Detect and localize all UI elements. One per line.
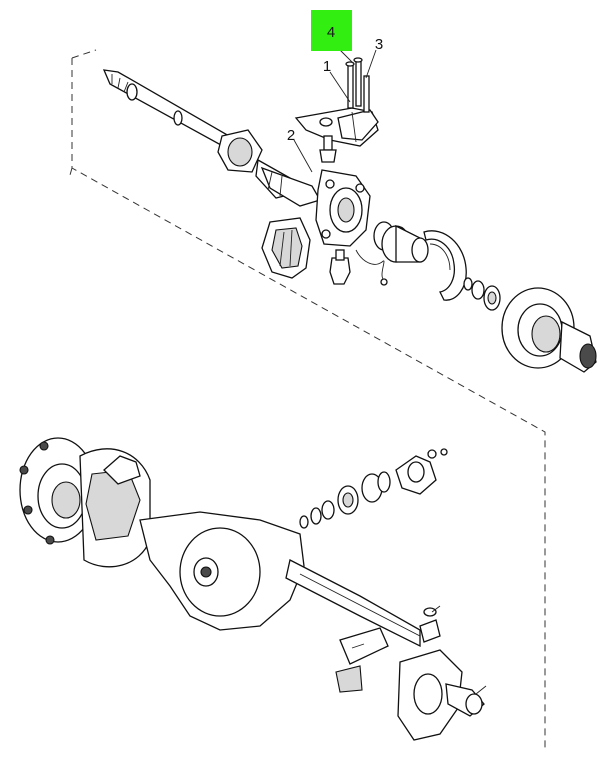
callout-leaders <box>293 49 377 173</box>
callout-3-label[interactable]: 3 <box>375 36 383 53</box>
dust-shield <box>423 230 467 301</box>
abs-sensor-wire <box>355 249 388 286</box>
inner-shaft-yoke <box>395 448 448 495</box>
hub-bearing <box>373 221 429 263</box>
studs <box>345 57 370 113</box>
callout-1-label[interactable]: 1 <box>323 58 331 75</box>
axle-shaft <box>102 69 237 151</box>
steering-knuckle <box>315 169 371 247</box>
axle-housing <box>139 511 421 648</box>
lower-knuckle <box>397 605 487 741</box>
callout-2-label[interactable]: 2 <box>287 127 295 144</box>
rotor-and-hub <box>463 277 597 373</box>
lower-hub-brake <box>19 437 151 568</box>
callout-4-label: 4 <box>327 24 335 41</box>
cv-joint <box>217 129 321 207</box>
carrier-bearings <box>299 471 391 529</box>
assembly-boundary <box>69 49 546 752</box>
brake-caliper <box>261 217 311 279</box>
ball-joint-lower <box>329 249 351 285</box>
ball-joint-upper <box>319 135 337 163</box>
callout-4-highlight <box>311 10 352 51</box>
steering-arm <box>294 107 379 147</box>
support-bracket <box>335 627 389 693</box>
callout-4-group[interactable]: 4 <box>311 10 352 51</box>
